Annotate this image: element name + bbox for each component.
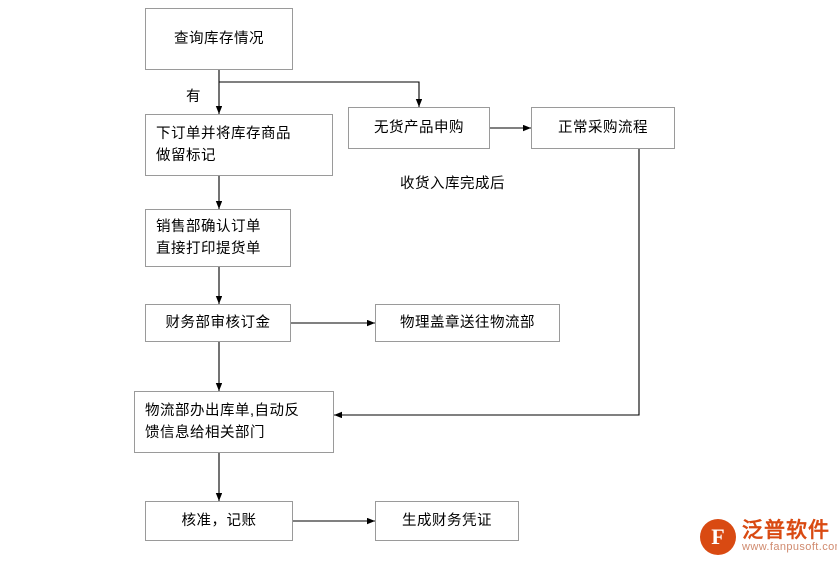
node-approve-bookkeeping[interactable]: 核准，记账 — [145, 501, 293, 541]
edge-label-after-receipt: 收货入库完成后 — [400, 176, 505, 192]
edge-label-has-stock: 有 — [186, 89, 201, 105]
node-no-stock-purchase[interactable]: 无货产品申购 — [348, 107, 490, 149]
node-logistics-outbound[interactable]: 物流部办出库单,自动反 馈信息给相关部门 — [134, 391, 334, 453]
node-generate-voucher[interactable]: 生成财务凭证 — [375, 501, 519, 541]
node-finance-check-deposit[interactable]: 财务部审核订金 — [145, 304, 291, 342]
brand-url: www.fanpusoft.com — [742, 541, 837, 554]
node-sales-confirm-order[interactable]: 销售部确认订单 直接打印提货单 — [145, 209, 291, 267]
brand-name: 泛普软件 — [742, 519, 830, 543]
brand-badge-icon: F — [700, 519, 736, 555]
watermark-logo: F 泛普软件 www.fanpusoft.com — [700, 519, 837, 555]
node-place-order-mark[interactable]: 下订单并将库存商品 做留标记 — [145, 114, 333, 176]
node-stamp-to-logistics[interactable]: 物理盖章送往物流部 — [375, 304, 560, 342]
node-normal-purchase-flow[interactable]: 正常采购流程 — [531, 107, 675, 149]
edge-query-to-nostock — [219, 81, 423, 107]
node-query-inventory[interactable]: 查询库存情况 — [145, 8, 293, 70]
